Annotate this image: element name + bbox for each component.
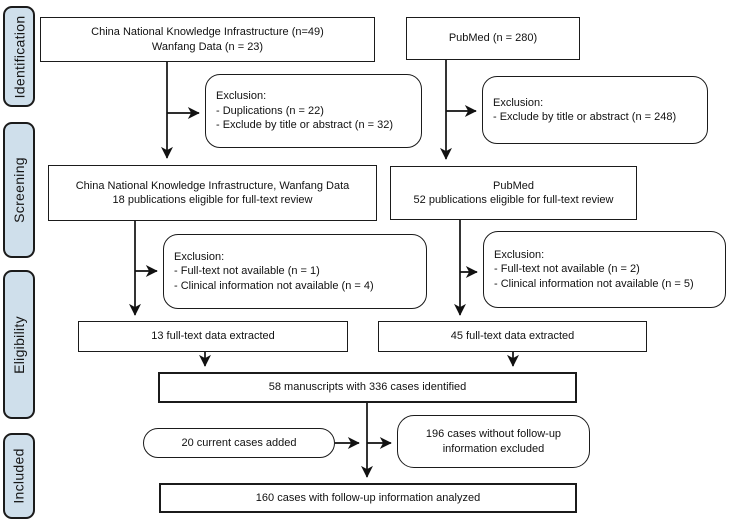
node-line: 20 current cases added [181, 436, 297, 449]
node-line: - Clinical information not available (n … [174, 279, 374, 292]
node-line: information excluded [442, 442, 545, 455]
node-line: 160 cases with follow-up information ana… [255, 491, 481, 504]
node-extracted-right: 45 full-text data extracted [378, 321, 647, 352]
node-line: - Clinical information not available (n … [494, 277, 694, 290]
stage-included-label: Included [11, 448, 27, 504]
node-line: - Duplications (n = 22) [216, 104, 324, 117]
node-exclusion-screening-right: Exclusion: - Full-text not available (n … [483, 231, 726, 308]
node-extracted-left: 13 full-text data extracted [78, 321, 348, 352]
node-exclusion-screening-left: Exclusion: - Full-text not available (n … [163, 234, 427, 309]
node-exclusion-identification-right: Exclusion: - Exclude by title or abstrac… [482, 76, 708, 144]
node-screening-right: PubMed 52 publications eligible for full… [390, 166, 637, 220]
node-exclusion-identification-left: Exclusion: - Duplications (n = 22) - Exc… [205, 74, 422, 148]
node-line: 58 manuscripts with 336 cases identified [268, 381, 467, 394]
node-line: 45 full-text data extracted [450, 330, 575, 343]
node-line: - Exclude by title or abstract (n = 248) [493, 111, 677, 123]
stage-eligibility: Eligibility [3, 270, 35, 419]
node-line: China National Knowledge Infrastructure,… [75, 179, 350, 192]
stage-eligibility-label: Eligibility [11, 315, 28, 374]
node-line: Wanfang Data (n = 23) [151, 40, 264, 53]
node-line: 13 full-text data extracted [151, 330, 275, 343]
node-excluded-no-followup: 196 cases without follow-up information … [397, 415, 590, 468]
node-line: - Full-text not available (n = 2) [494, 263, 640, 276]
stage-screening-label: Screening [11, 157, 27, 223]
node-line: - Exclude by title or abstract (n = 32) [216, 119, 393, 132]
node-screening-left: China National Knowledge Infrastructure,… [48, 165, 377, 221]
node-line: Exclusion: [174, 250, 225, 263]
node-line: 52 publications eligible for full-text r… [413, 194, 614, 206]
node-line: Exclusion: [216, 90, 267, 103]
node-line: China National Knowledge Infrastructure … [91, 26, 324, 38]
node-line: 196 cases without follow-up [425, 428, 562, 440]
node-line: Exclusion: [494, 248, 545, 261]
node-line: - Full-text not available (n = 1) [174, 265, 320, 278]
node-line: PubMed (n = 280) [448, 32, 538, 45]
node-line: 18 publications eligible for full-text r… [112, 194, 313, 206]
stage-included: Included [3, 433, 35, 519]
node-current-cases: 20 current cases added [143, 428, 335, 458]
node-manuscripts: 58 manuscripts with 336 cases identified [158, 372, 577, 403]
node-line: PubMed [493, 179, 534, 192]
node-pubmed: PubMed (n = 280) [406, 17, 580, 60]
stage-screening: Screening [3, 122, 35, 258]
stage-identification-label: Identification [11, 15, 27, 98]
node-analyzed: 160 cases with follow-up information ana… [159, 483, 577, 513]
stage-identification: Identification [3, 6, 35, 107]
node-line: Exclusion: [493, 96, 544, 109]
node-cnki-wanfang: China National Knowledge Infrastructure … [40, 17, 375, 62]
